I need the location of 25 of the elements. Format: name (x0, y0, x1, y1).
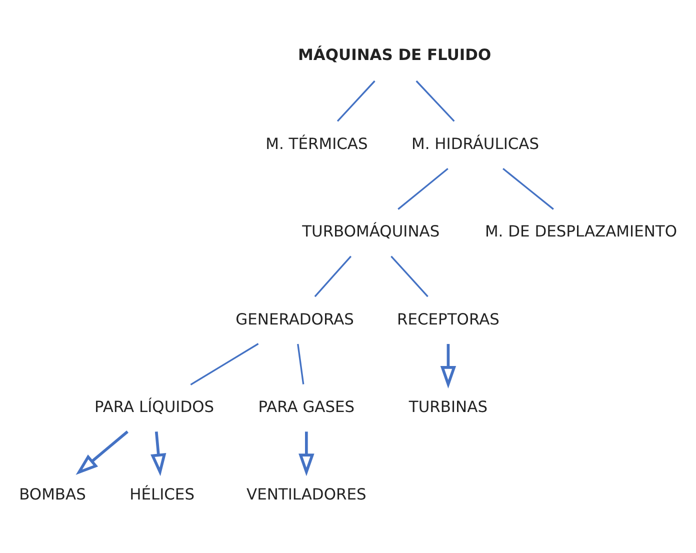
node-text: PARA LÍQUIDOS (94, 398, 214, 416)
node-text: VENTILADORES (246, 486, 366, 504)
connector (190, 343, 259, 386)
arrow (150, 432, 166, 476)
connector (297, 344, 304, 384)
node-text: PARA GASES (258, 398, 355, 416)
node-text: HÉLICES (130, 486, 195, 504)
node-text: M. TÉRMICAS (266, 135, 368, 154)
arrow (440, 344, 456, 388)
arrow (298, 432, 314, 476)
node-text: BOMBAS (19, 486, 86, 504)
connector (390, 256, 428, 298)
node-text: MÁQUINAS DE FLUIDO (298, 46, 492, 64)
node-text: GENERADORAS (236, 310, 354, 328)
arrow (76, 430, 128, 475)
node-text: M. HIDRÁULICAS (412, 135, 540, 154)
node-text: TURBINAS (408, 398, 488, 416)
connector (398, 168, 448, 210)
connector (336, 80, 376, 122)
node-text: TURBOMÁQUINAS (302, 222, 440, 241)
connector (502, 168, 554, 210)
connector (314, 256, 352, 298)
node-text: RECEPTORAS (396, 310, 500, 328)
node-text: M. DE DESPLAZAMIENTO (484, 222, 678, 241)
connector (416, 80, 455, 122)
